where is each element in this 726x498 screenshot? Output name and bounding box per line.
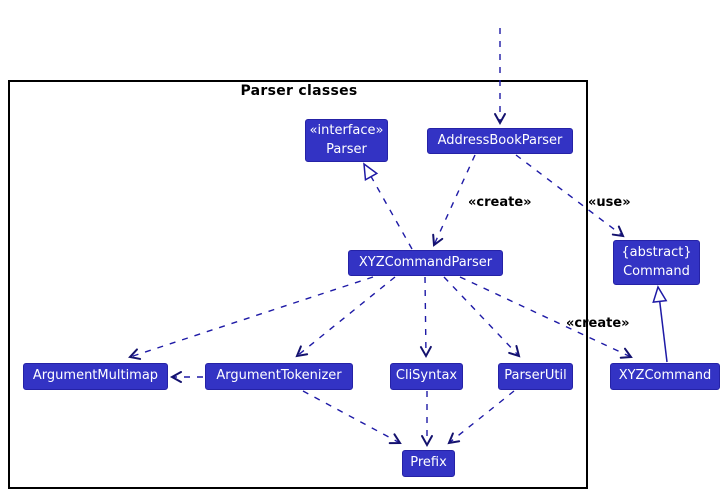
parser-stereotype: «interface» bbox=[309, 122, 384, 138]
class-addressbookparser: AddressBookParser bbox=[427, 128, 573, 154]
xyzcommandparser-name: XYZCommandParser bbox=[358, 254, 493, 270]
addressbookparser-name: AddressBookParser bbox=[437, 132, 563, 148]
class-argumenttokenizer: ArgumentTokenizer bbox=[205, 363, 353, 390]
edge-xyzcommandparser-realizes-parser bbox=[363, 162, 413, 250]
edge-label-create-xyzcommand: «create» bbox=[566, 316, 630, 331]
parser-classes-frame bbox=[8, 80, 588, 489]
edge-xyzcommandparser-to-argumenttokenizer bbox=[295, 276, 396, 358]
xyzcommand-name: XYZCommand bbox=[618, 368, 712, 384]
edge-xyzcommandparser-creates-xyzcommand bbox=[459, 276, 633, 359]
class-argumentmultimap: ArgumentMultimap bbox=[23, 363, 168, 390]
argumentmultimap-name: ArgumentMultimap bbox=[32, 368, 159, 384]
command-name: Command bbox=[623, 263, 690, 279]
edge-parserutil-to-prefix bbox=[447, 390, 515, 445]
class-xyzcommand: XYZCommand bbox=[610, 363, 720, 390]
class-prefix: Prefix bbox=[402, 450, 455, 477]
command-stereotype: {abstract} bbox=[621, 244, 692, 260]
class-clisyntax: CliSyntax bbox=[390, 363, 463, 390]
edge-xyzcommandparser-to-parserutil bbox=[443, 276, 521, 358]
class-parserutil: ParserUtil bbox=[498, 363, 573, 390]
edge-label-create-xyzcommandparser: «create» bbox=[468, 195, 532, 210]
edge-xyzcommand-extends-command bbox=[652, 285, 668, 363]
edge-label-use-command: «use» bbox=[588, 195, 631, 210]
edge-xyzcommandparser-to-argumentmultimap bbox=[128, 276, 374, 360]
edge-argumenttokenizer-to-prefix bbox=[302, 390, 402, 445]
class-parser-interface: «interface» Parser bbox=[305, 119, 388, 162]
frame-title: Parser classes bbox=[240, 83, 358, 99]
parserutil-name: ParserUtil bbox=[504, 368, 567, 384]
edge-xyzcommandparser-to-clisyntax bbox=[419, 276, 432, 359]
class-xyzcommandparser: XYZCommandParser bbox=[348, 250, 503, 276]
clisyntax-name: CliSyntax bbox=[395, 368, 458, 384]
parser-name: Parser bbox=[326, 141, 367, 157]
class-command-abstract: {abstract} Command bbox=[613, 240, 700, 285]
argumenttokenizer-name: ArgumentTokenizer bbox=[216, 368, 342, 384]
edge-addressbookparser-uses-command bbox=[515, 154, 625, 238]
edge-addressbookparser-creates-xyzcommandparser bbox=[432, 154, 476, 247]
prefix-name: Prefix bbox=[410, 455, 447, 471]
